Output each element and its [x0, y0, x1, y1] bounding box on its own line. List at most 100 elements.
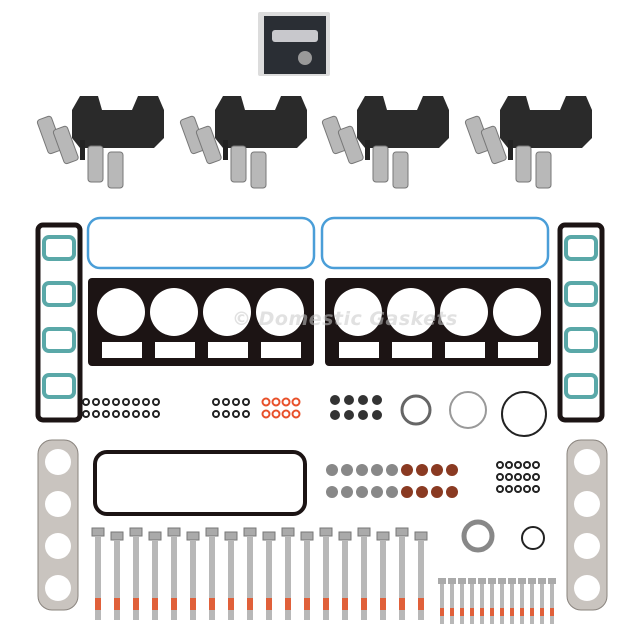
- rubber-grommet: [372, 395, 382, 405]
- lifter-guide-tray: [215, 96, 307, 148]
- bolt-head: [357, 527, 371, 537]
- bolt-head: [498, 578, 506, 584]
- lifter-guide-set: [36, 96, 164, 189]
- intake-gasket-frame: [35, 222, 83, 423]
- bolt-head: [395, 527, 409, 537]
- hydraulic-lifter: [480, 125, 507, 165]
- bolt-head: [110, 531, 124, 541]
- o-ring: [212, 410, 220, 418]
- o-ring: [514, 461, 522, 469]
- intake-port-seal: [564, 327, 598, 353]
- hydraulic-lifter: [230, 145, 247, 183]
- coolant-port: [155, 342, 195, 358]
- o-ring: [532, 485, 540, 493]
- head-bolt: [357, 527, 371, 620]
- o-ring: [242, 410, 250, 418]
- intake-port-seal: [564, 281, 598, 307]
- o-ring: [496, 473, 504, 481]
- bolt-shank: [152, 540, 158, 620]
- rubber-grommet: [344, 395, 354, 405]
- thread-locker: [530, 608, 534, 616]
- rubber-grommet: [330, 395, 340, 405]
- bolt-shank: [114, 540, 120, 620]
- o-ring: [222, 410, 230, 418]
- cylinder-bore: [150, 288, 198, 336]
- intake-port-seal: [564, 235, 598, 261]
- exhaust-gasket-body: [37, 439, 79, 611]
- bolt-head: [91, 527, 105, 537]
- cylinder-bore: [493, 288, 541, 336]
- rear-seal: [461, 519, 495, 553]
- head-gasket: [325, 278, 551, 366]
- exhaust-manifold-gasket: [37, 439, 79, 611]
- o-ring: [232, 410, 240, 418]
- thread-locker: [460, 608, 464, 616]
- thread-locker: [228, 598, 234, 610]
- bolt-shank: [490, 584, 494, 624]
- o-ring: [523, 485, 531, 493]
- bolt-shank: [480, 584, 484, 624]
- sealant-tube-pack: [258, 12, 330, 76]
- o-ring: [102, 398, 110, 406]
- thread-locker: [361, 598, 367, 610]
- thread-locker: [152, 598, 158, 610]
- thread-locker: [520, 608, 524, 616]
- hydraulic-lifter: [535, 151, 552, 189]
- exhaust-port: [45, 491, 71, 517]
- intake-manifold-gasket: [557, 222, 605, 423]
- o-ring: [523, 461, 531, 469]
- short-bolt: [488, 578, 496, 624]
- exhaust-manifold-gasket: [566, 439, 608, 611]
- bolt-head: [224, 531, 238, 541]
- bolt-head: [488, 578, 496, 584]
- coolant-port: [102, 342, 142, 358]
- intake-port-seal: [564, 373, 598, 399]
- coolant-port: [445, 342, 485, 358]
- bolt-shank: [418, 540, 424, 620]
- bolt-head: [319, 527, 333, 537]
- o-ring: [505, 473, 513, 481]
- intake-port-seal: [42, 235, 76, 261]
- valve-stem-seal: [371, 464, 383, 476]
- exhaust-port: [45, 575, 71, 601]
- rubber-grommet: [330, 410, 340, 420]
- o-ring: [242, 398, 250, 406]
- valley-cover-gasket: [86, 216, 316, 270]
- thread-locker: [380, 598, 386, 610]
- coolant-port: [339, 342, 379, 358]
- o-ring: [152, 410, 160, 418]
- head-bolt: [91, 527, 105, 620]
- short-bolt: [528, 578, 536, 624]
- head-gasket-body: [325, 278, 551, 366]
- o-ring: [132, 398, 140, 406]
- bolt-head: [148, 531, 162, 541]
- bolt-head: [458, 578, 466, 584]
- thread-locker: [95, 598, 101, 610]
- thread-locker: [470, 608, 474, 616]
- lifter-guide-tray: [357, 96, 449, 148]
- pack-print: [264, 16, 326, 74]
- o-ring: [112, 410, 120, 418]
- bolt-head: [129, 527, 143, 537]
- intake-port-seal: [42, 373, 76, 399]
- o-ring: [122, 410, 130, 418]
- bolt-shank: [209, 536, 215, 620]
- thread-locker: [266, 598, 272, 610]
- bolt-head: [376, 531, 390, 541]
- valve-stem-seal: [401, 486, 413, 498]
- o-ring: [102, 410, 110, 418]
- head-bolt: [243, 527, 257, 620]
- bolt-head: [243, 527, 257, 537]
- coolant-port: [208, 342, 248, 358]
- thread-locker: [323, 598, 329, 610]
- hydraulic-lifter: [515, 145, 532, 183]
- bolt-head: [508, 578, 516, 584]
- coolant-port: [261, 342, 301, 358]
- valve-stem-seal: [371, 486, 383, 498]
- cylinder-bore: [387, 288, 435, 336]
- head-bolt: [376, 531, 390, 620]
- guide-bolt: [223, 140, 228, 160]
- thread-locker: [550, 608, 554, 616]
- o-ring: [261, 409, 271, 419]
- thread-locker: [480, 608, 484, 616]
